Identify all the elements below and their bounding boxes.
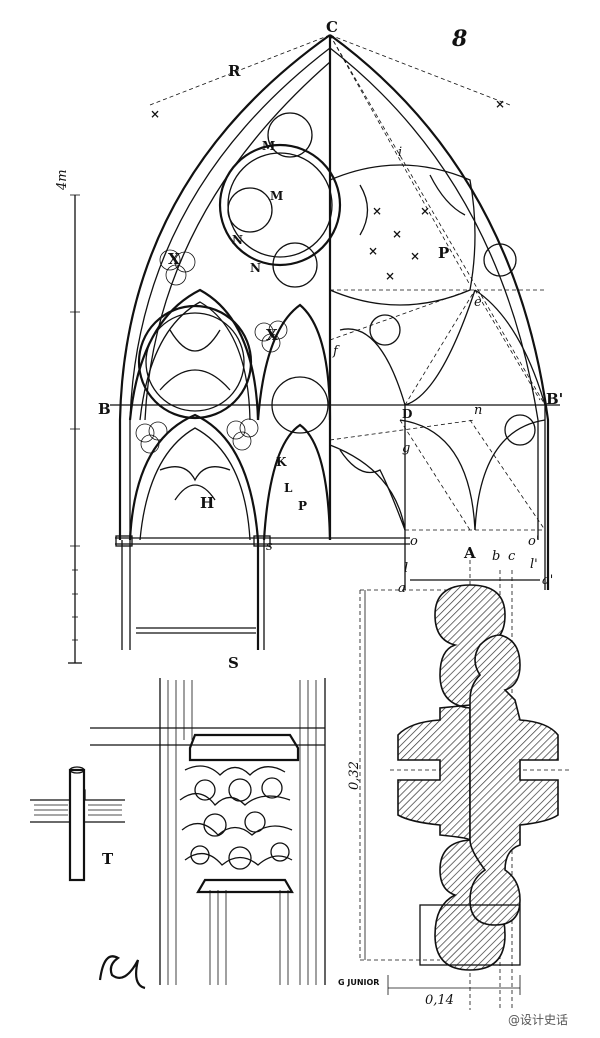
svg-text:×: ×	[420, 204, 430, 218]
label-i: i	[398, 145, 402, 160]
label-e: e	[474, 295, 482, 310]
label-detail-t: T	[102, 850, 114, 868]
svg-text:×: ×	[372, 204, 382, 218]
label-r: R	[228, 62, 241, 80]
capital-detail-s: S G JU	[90, 654, 379, 987]
label-b: B	[98, 400, 111, 418]
label-n2: N	[250, 261, 261, 275]
label-m2: M	[270, 189, 283, 203]
scale-bar: 4m	[55, 169, 82, 664]
window-labels: C R M M N N X X B H K L P s f i P e D g …	[98, 18, 563, 596]
label-s: s	[266, 539, 273, 554]
svg-text:×: ×	[392, 227, 402, 241]
label-f: f	[332, 344, 340, 359]
svg-text:×: ×	[150, 107, 160, 121]
label-b-prime: B'	[546, 390, 563, 408]
engraver-monogram	[98, 955, 146, 990]
bar-detail-t: T	[30, 766, 125, 882]
label-b-small: b	[492, 549, 500, 564]
svg-text:×: ×	[495, 97, 505, 111]
label-o2: o'	[528, 534, 539, 549]
dim-width: 0,14	[425, 993, 454, 1008]
label-k: K	[276, 455, 287, 469]
dim-height: 0,32	[347, 761, 362, 790]
label-m1: M	[262, 139, 275, 153]
svg-text:×: ×	[410, 249, 420, 263]
label-a1: a	[398, 581, 406, 596]
label-n1: N	[232, 233, 243, 247]
label-g: g	[402, 441, 410, 456]
label-d: D	[402, 407, 412, 421]
label-p1: P	[298, 499, 307, 513]
label-c: C	[326, 18, 338, 36]
label-n: n	[474, 403, 482, 418]
label-l2: l'	[530, 557, 538, 572]
window-elevation	[110, 34, 560, 650]
svg-text:×: ×	[368, 244, 378, 258]
label-l: L	[284, 481, 293, 495]
scale-label: 4m	[55, 169, 70, 191]
label-l1: l	[404, 561, 408, 576]
signature: G JUNIOR	[338, 978, 379, 987]
mullion-section: 0,32 0,14	[347, 560, 570, 1010]
label-p2: P	[438, 244, 449, 262]
label-x1: X	[168, 250, 180, 268]
window-geometry: × × × × × × × ×	[149, 34, 546, 590]
watermark: @设计史话	[508, 1013, 568, 1027]
label-detail-s: S	[228, 654, 239, 672]
label-a-section: A	[463, 544, 476, 562]
label-o1: o	[410, 534, 418, 549]
label-a2: a'	[542, 573, 553, 588]
label-x2: X	[266, 326, 278, 344]
label-c-small: c	[508, 549, 516, 564]
label-h: H	[200, 494, 214, 512]
plate-number: 8	[451, 26, 467, 52]
svg-text:×: ×	[385, 269, 395, 283]
